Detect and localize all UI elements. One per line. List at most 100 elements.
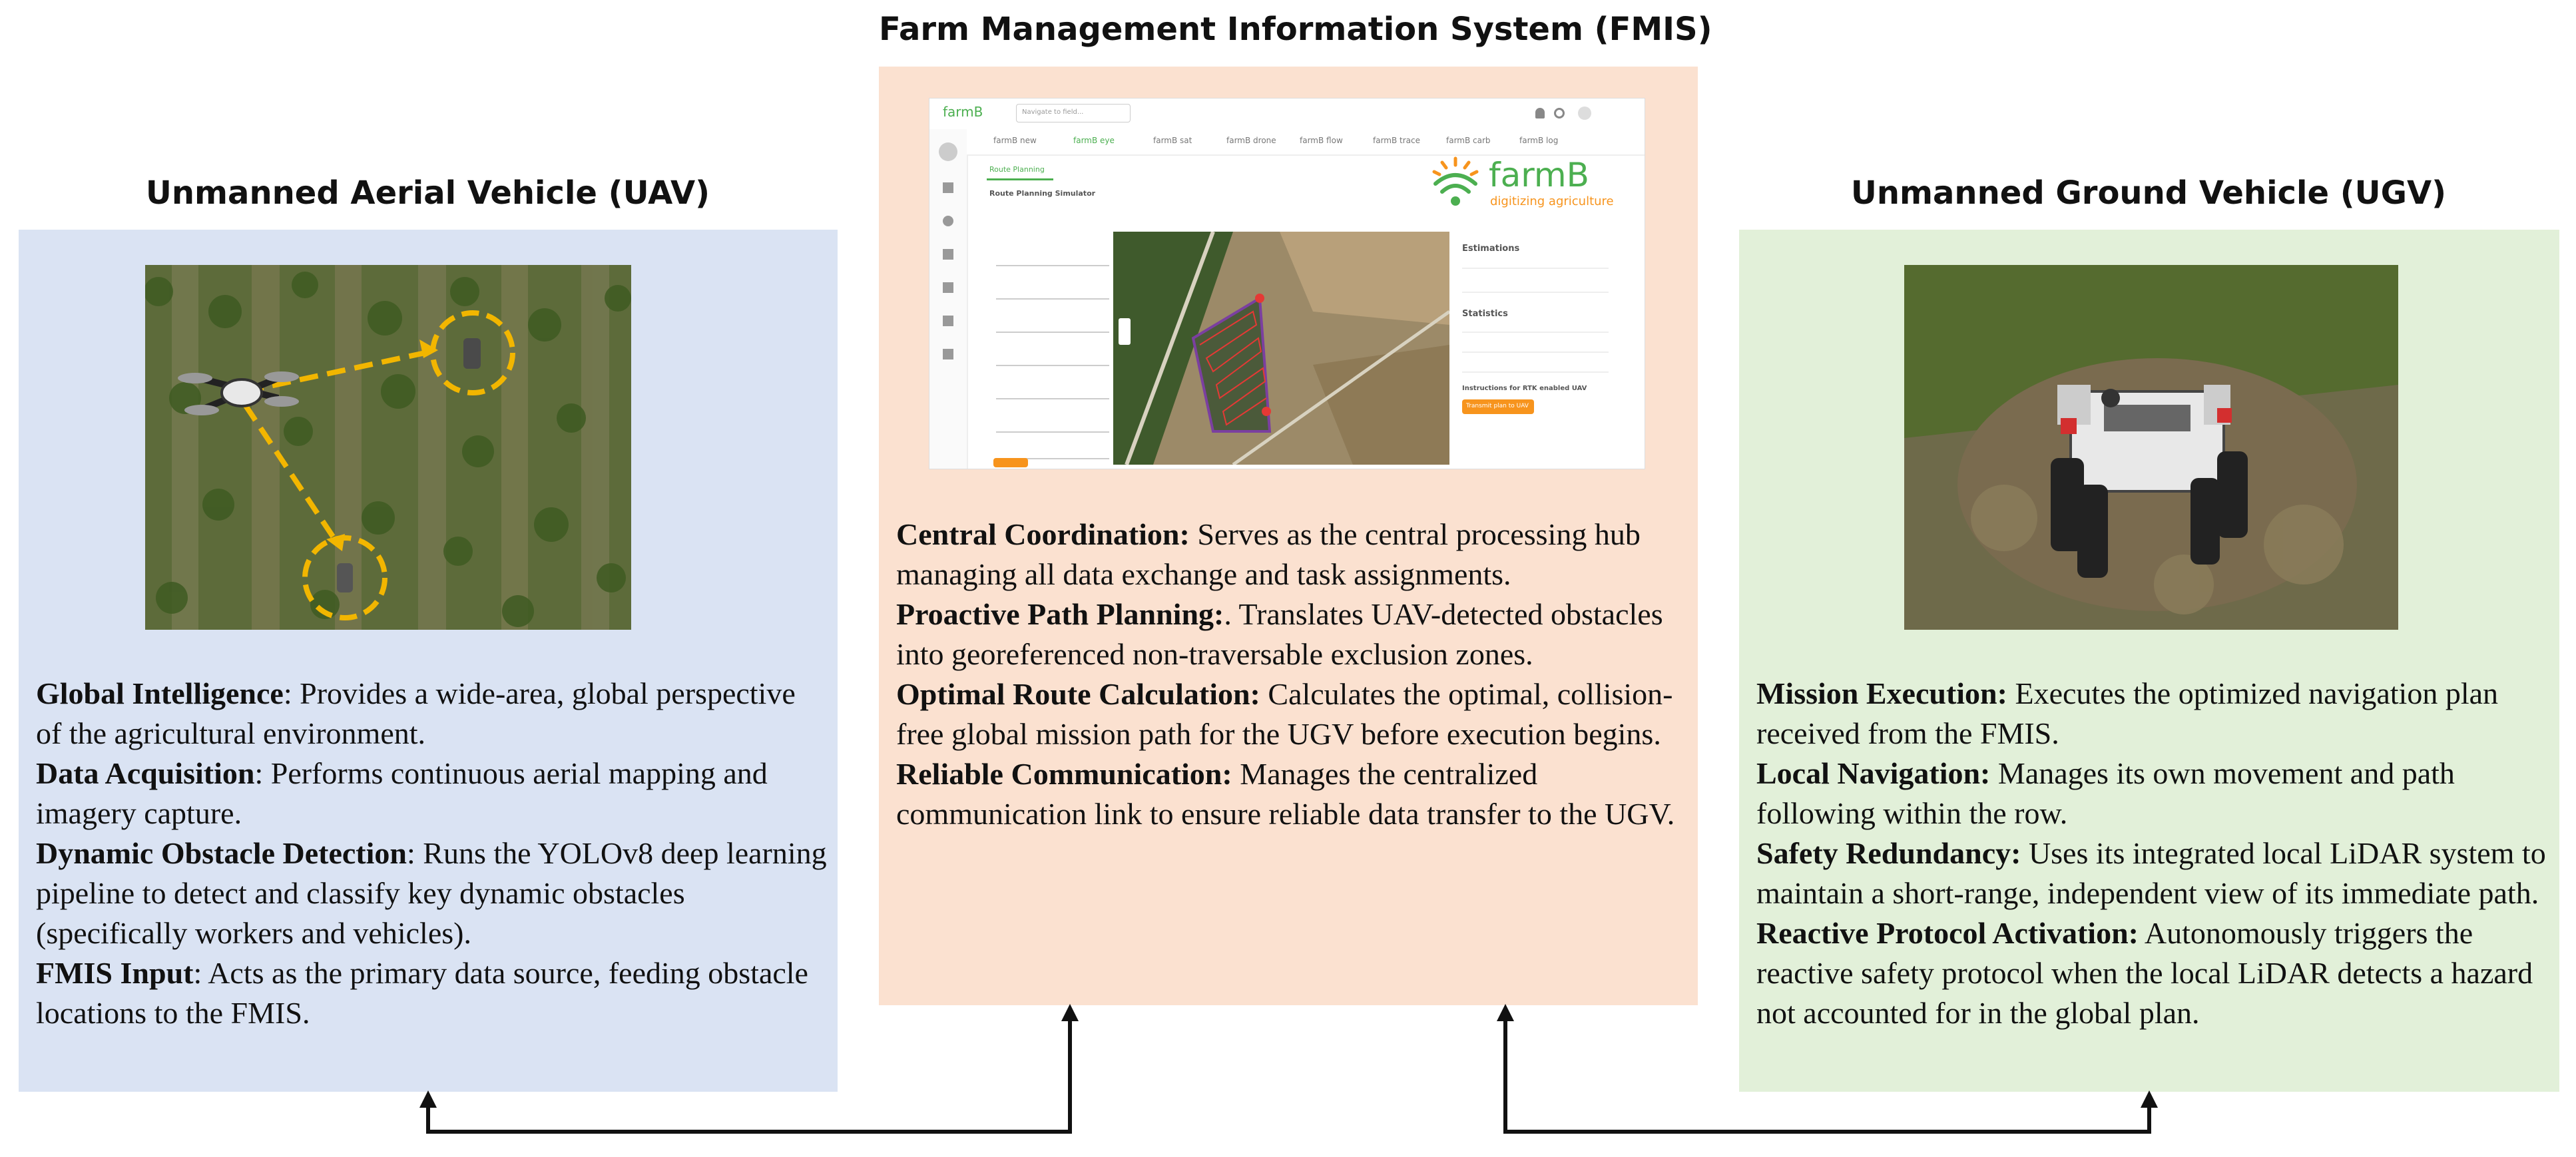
fmis-item-label: Central Coordination: <box>896 517 1190 551</box>
sidebar-icon[interactable] <box>939 142 957 161</box>
ugv-item-reactive-protocol-activation: Reactive Protocol Activation: Autonomous… <box>1756 913 2555 1033</box>
fmis-title: Farm Management Information System (FMIS… <box>879 11 1712 48</box>
tab-farmb-log[interactable]: farmB log <box>1519 136 1559 145</box>
ugv-title: Unmanned Ground Vehicle (UGV) <box>1850 174 2447 212</box>
uav-item-label: FMIS Input <box>36 956 194 990</box>
fmis-item-reliable-communication: Reliable Communication: Manages the cent… <box>896 754 1688 834</box>
route-path <box>1199 310 1267 426</box>
uav-item-text: : Runs the YOLOv8 deep learning pipeline… <box>36 836 827 950</box>
route-planning-tab[interactable]: Route Planning <box>989 165 1045 174</box>
form-field[interactable] <box>996 245 1109 266</box>
settings-icon[interactable] <box>1554 108 1565 118</box>
ugv-item-label: Local Navigation: <box>1756 756 1991 790</box>
orchard-rows <box>172 265 609 630</box>
route-field-boundary <box>1191 296 1272 433</box>
uav-item-text: : Provides a wide-area, global perspecti… <box>36 676 796 750</box>
form-field[interactable] <box>996 378 1109 399</box>
fmis-item-label: Reliable Communication: <box>896 757 1232 791</box>
tree-canopy-texture <box>145 272 631 627</box>
farmb-logo: farmB digitizing agriculture <box>1429 154 1615 210</box>
field-search-box[interactable]: Navigate to field... <box>1016 104 1131 122</box>
fmis-item-label: Proactive Path Planning: <box>896 597 1224 631</box>
instructions-label: Instructions for RTK enabled UAV <box>1462 385 1587 392</box>
tab-farmb-trace[interactable]: farmB trace <box>1373 136 1421 145</box>
form-field[interactable] <box>996 278 1109 300</box>
uav-item-text: : Acts as the primary data source, feedi… <box>36 956 808 1030</box>
route-planning-underline <box>987 178 1053 180</box>
bell-icon[interactable] <box>1535 108 1545 118</box>
transmit-plan-label: Transmit plan to UAV <box>1466 403 1529 409</box>
ugv-item-label: Safety Redundancy: <box>1756 836 2021 870</box>
uav-fmis-connector <box>426 1012 1072 1134</box>
drone-icon <box>178 371 299 415</box>
farmb-logo-name: farmB <box>1489 156 1589 194</box>
ugv-item-local-navigation: Local Navigation: Manages its own moveme… <box>1756 754 2555 833</box>
ugv-item-text: Uses its integrated local LiDAR system t… <box>1756 836 2546 910</box>
arrowhead-uav <box>419 1090 437 1108</box>
tab-farmb-flow[interactable]: farmB flow <box>1300 136 1343 145</box>
fmis-item-text: . Translates UAV-detected obstacles into… <box>896 597 1663 671</box>
fmis-item-text: Calculates the optimal, collision-free g… <box>896 677 1673 751</box>
fmis-item-text: Manages the centralized communication li… <box>896 757 1675 831</box>
farmb-app-logo: farmB <box>943 104 983 120</box>
tab-farmb-carb[interactable]: farmB carb <box>1446 136 1491 145</box>
statistics-row <box>1462 351 1609 353</box>
sidebar-icon[interactable] <box>943 182 953 193</box>
uav-item-dynamic-obstacle-detection: Dynamic Obstacle Detection: Runs the YOL… <box>36 833 828 953</box>
statistics-title: Statistics <box>1462 309 1508 319</box>
ugv-item-text: Executes the optimized navigation plan r… <box>1756 676 2499 750</box>
ugv-item-text: Manages its own movement and path follow… <box>1756 756 2455 830</box>
ugv-item-safety-redundancy: Safety Redundancy: Uses its integrated l… <box>1756 833 2555 913</box>
farmb-logo-tagline: digitizing agriculture <box>1490 194 1614 208</box>
fmis-item-optimal-route-calculation: Optimal Route Calculation: Calculates th… <box>896 674 1688 754</box>
route-start-marker <box>1255 294 1264 303</box>
uav-item-label: Data Acquisition <box>36 756 255 790</box>
fmis-app-tabs: farmB new farmB eye farmB sat farmB dron… <box>967 129 1645 156</box>
route-map[interactable] <box>1113 232 1449 465</box>
tab-farmb-new[interactable]: farmB new <box>993 136 1037 145</box>
ugv-field-photo <box>1904 265 2398 630</box>
sidebar-icon[interactable] <box>943 216 953 226</box>
uav-item-label: Global Intelligence <box>36 676 284 710</box>
fmis-item-label: Optimal Route Calculation: <box>896 677 1260 711</box>
farmb-wifi-sun-icon <box>1432 156 1479 206</box>
tab-farmb-eye[interactable]: farmB eye <box>1073 136 1115 145</box>
detection-circle-vehicle-2 <box>302 535 387 620</box>
fmis-item-text: Serves as the central processing hub man… <box>896 517 1641 591</box>
form-submit-button[interactable] <box>993 458 1028 467</box>
ugv-item-label: Mission Execution: <box>1756 676 2007 710</box>
uav-aerial-illustration <box>145 265 631 630</box>
detection-arrows <box>242 349 432 547</box>
sidebar-icon[interactable] <box>943 316 953 326</box>
route-planning-panel-title: Route Planning Simulator <box>989 189 1096 198</box>
sidebar-icon[interactable] <box>943 282 953 293</box>
form-field[interactable] <box>996 411 1109 433</box>
fmis-ugv-connector <box>1503 1012 2151 1134</box>
uav-item-global-intelligence: Global Intelligence: Provides a wide-are… <box>36 674 828 754</box>
sidebar-icon[interactable] <box>943 249 953 260</box>
statistics-row <box>1462 332 1609 333</box>
form-field[interactable] <box>996 345 1109 366</box>
transmit-plan-button[interactable]: Transmit plan to UAV <box>1462 399 1534 414</box>
uav-title: Unmanned Aerial Vehicle (UAV) <box>145 174 710 212</box>
uav-item-text: : Performs continuous aerial mapping and… <box>36 756 768 830</box>
fmis-app-screenshot: farmB Navigate to field... farmB new far… <box>929 99 1645 469</box>
ugv-item-label: Reactive Protocol Activation: <box>1756 916 2139 950</box>
arrowhead-fmis-left <box>1061 1004 1079 1021</box>
form-field[interactable] <box>996 312 1109 333</box>
route-end-marker <box>1262 407 1271 416</box>
form-field[interactable] <box>996 438 1109 459</box>
vehicle-1 <box>463 338 481 369</box>
tab-farmb-drone[interactable]: farmB drone <box>1226 136 1276 145</box>
sidebar-icon[interactable] <box>943 349 953 359</box>
uav-aerial-photo <box>145 265 631 630</box>
fmis-item-proactive-path-planning: Proactive Path Planning:. Translates UAV… <box>896 594 1688 674</box>
ugv-field-illustration <box>1904 265 2398 630</box>
statistics-row <box>1462 371 1609 373</box>
user-avatar-icon[interactable] <box>1578 107 1591 120</box>
uav-item-data-acquisition: Data Acquisition: Performs continuous ae… <box>36 754 828 833</box>
uav-item-label: Dynamic Obstacle Detection <box>36 836 407 870</box>
tab-farmb-sat[interactable]: farmB sat <box>1153 136 1192 145</box>
detection-circle-vehicle-1 <box>430 310 515 395</box>
